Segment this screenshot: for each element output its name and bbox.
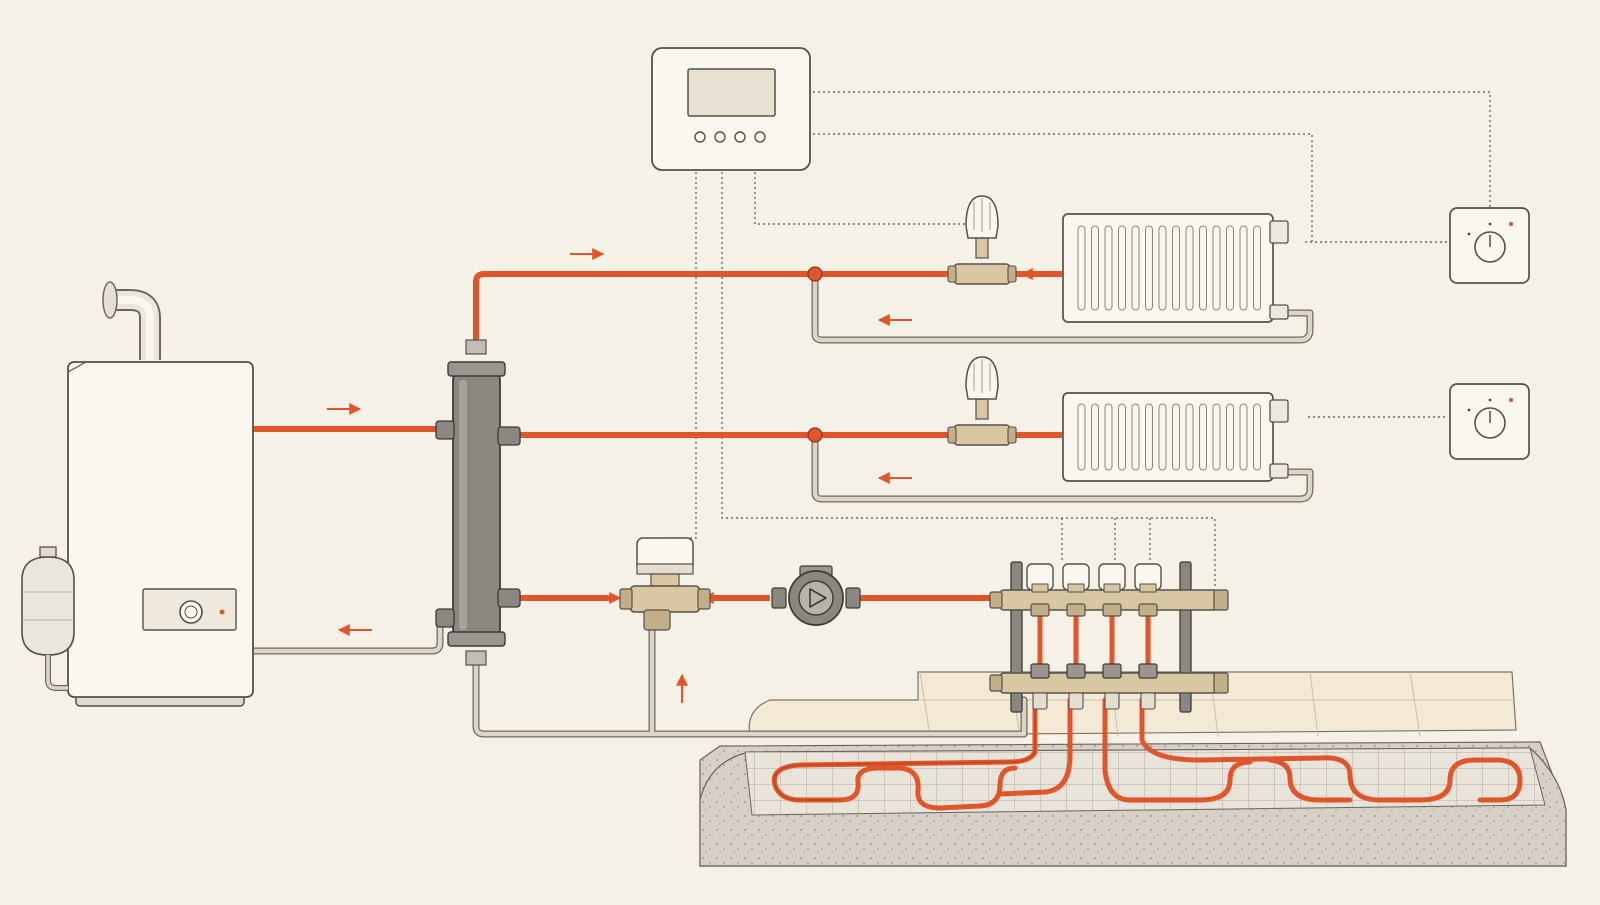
radiator-fin [1172,225,1180,311]
actuator-collar [1139,583,1157,593]
pump-icon [771,565,861,626]
radiator-fin [1253,403,1261,471]
boiler-dial-icon [179,600,203,624]
actuator-collar [1103,583,1121,593]
radiator-fin [1158,403,1167,471]
manifold-nut [1138,663,1158,679]
radiator-fin [1212,403,1221,471]
radiator-lower [1062,392,1289,482]
flow-arrows [327,248,1050,703]
radiator-fin [1199,225,1207,311]
radiator-fin [1104,225,1113,311]
loop-connector [1140,692,1156,710]
radiator-fin [1145,403,1153,471]
low-loss-header-icon [435,339,521,666]
pipe-tees [807,266,823,443]
manifold-nut [1030,603,1050,617]
radiator-fin [1239,225,1248,311]
radiator-fin [1172,403,1180,471]
radiator-fin [1239,403,1248,471]
radiator-fin [1185,403,1194,471]
manifold-nut [1066,603,1086,617]
radiator-fin [1131,225,1140,311]
radiator-fin [1118,225,1126,311]
manifold-nut [1138,603,1158,617]
radiator-fin [1091,403,1099,471]
radiator-fin [1185,225,1194,311]
manifold-nut [1102,603,1122,617]
controller-display-icon [651,47,811,171]
actuator-collar [1067,583,1085,593]
radiator-fin [1118,403,1126,471]
radiator-fin [1091,225,1099,311]
trv-lower [947,356,1017,446]
radiator-fin [1131,403,1140,471]
radiator-fin [1226,403,1234,471]
radiator-fin [1253,225,1261,311]
radiator-fin [1077,225,1086,311]
radiator-fin [1104,403,1113,471]
radiator-fin [1077,403,1086,471]
manifold-nut [1102,663,1122,679]
manifold-nut [1030,663,1050,679]
loop-connector [1068,692,1084,710]
loop-connector [1032,692,1048,710]
room-thermostat-upper [1449,207,1530,284]
radiator-fin [1158,225,1167,311]
radiator-fin [1212,225,1221,311]
supply-pipes [251,271,1062,601]
actuator-collar [1031,583,1049,593]
floor-construction [699,671,1567,867]
radiator-upper [1062,213,1289,323]
radiator-fin [1226,225,1234,311]
trv-upper [947,195,1017,285]
radiator-fin [1199,403,1207,471]
room-thermostat-lower [1449,383,1530,460]
wall-boiler-icon [67,281,254,707]
manifold-nut [1066,663,1086,679]
expansion-tank-icon [21,546,75,691]
mixing-valve-actuator-icon [619,537,711,631]
loop-connector [1104,692,1120,710]
radiator-fin [1145,225,1153,311]
manifold-icon [989,561,1229,713]
